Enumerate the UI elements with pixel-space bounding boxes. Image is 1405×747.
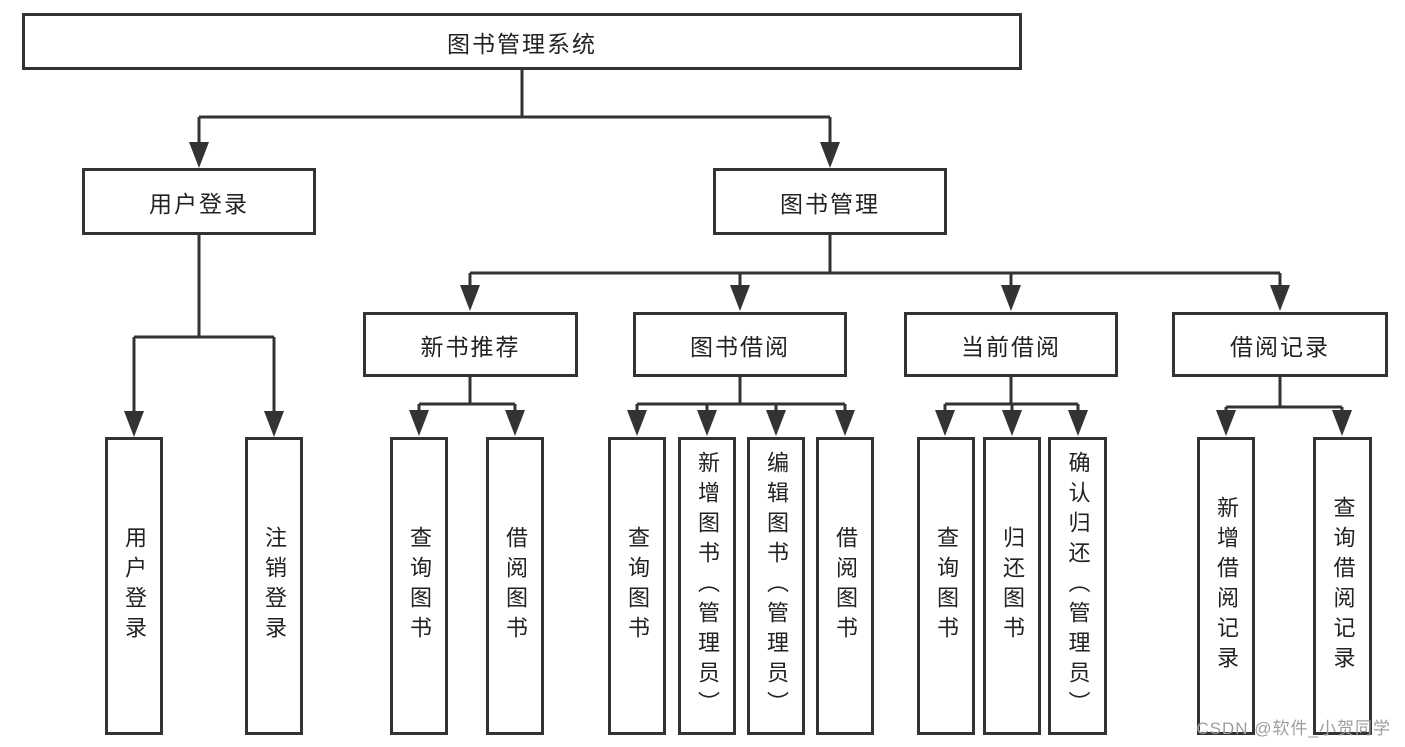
leaf-borrow-books-recommend: 借阅图书 xyxy=(486,437,544,735)
leaf-user-login: 用户登录 xyxy=(105,437,163,735)
leaf-query-borrow-record: 查询借阅记录 xyxy=(1313,437,1372,735)
leaf-edit-books-admin: 编辑图书（管理员） xyxy=(747,437,805,735)
node-current-borrowing: 当前借阅 xyxy=(904,312,1118,377)
leaf-query-books-recommend: 查询图书 xyxy=(390,437,448,735)
leaf-borrow-books: 借阅图书 xyxy=(816,437,874,735)
node-book-borrowing: 图书借阅 xyxy=(633,312,847,377)
node-new-book-recommendation: 新书推荐 xyxy=(363,312,578,377)
node-book-management: 图书管理 xyxy=(713,168,947,235)
node-user-login: 用户登录 xyxy=(82,168,316,235)
leaf-add-books-admin: 新增图书（管理员） xyxy=(678,437,736,735)
leaf-return-books: 归还图书 xyxy=(983,437,1041,735)
csdn-watermark: CSDN @软件_小贺同学 xyxy=(1196,719,1391,738)
leaf-query-books-borrowing: 查询图书 xyxy=(608,437,666,735)
node-borrowing-records: 借阅记录 xyxy=(1172,312,1388,377)
leaf-query-books-current: 查询图书 xyxy=(917,437,975,735)
leaf-logout: 注销登录 xyxy=(245,437,303,735)
leaf-confirm-return-admin: 确认归还（管理员） xyxy=(1048,437,1107,735)
node-library-management-system: 图书管理系统 xyxy=(22,13,1022,70)
leaf-add-borrow-record: 新增借阅记录 xyxy=(1197,437,1255,735)
